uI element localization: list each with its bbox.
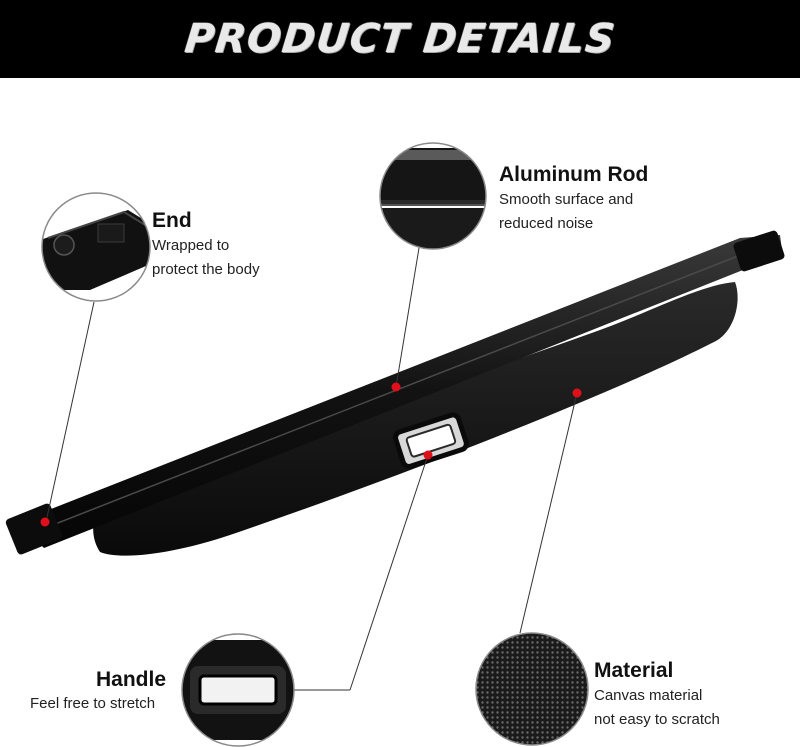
- marker-handle: [423, 450, 433, 460]
- callout-material-desc-line: Canvas material: [594, 687, 703, 704]
- callout-end-desc-line: Wrapped to: [152, 237, 230, 254]
- callout-aluminum-rod-title: Aluminum Rod: [499, 163, 649, 186]
- callout-material-title: Material: [594, 659, 674, 682]
- callout-handle-title: Handle: [96, 668, 167, 691]
- callout-material-desc-line: not easy to scratch: [594, 711, 720, 728]
- aluminum-rod-icon: [379, 142, 487, 250]
- callout-end-desc-line: protect the body: [152, 261, 260, 278]
- header-banner: PRODUCT DETAILS: [0, 0, 800, 78]
- end-cap-icon: [41, 192, 151, 302]
- handle-icon: [181, 633, 295, 747]
- callout-aluminum-rod-desc: Smooth surface and reduced noise: [499, 188, 633, 236]
- callout-material-desc: Canvas material not easy to scratch: [594, 684, 720, 732]
- marker-material: [572, 388, 582, 398]
- marker-rod: [391, 382, 401, 392]
- callout-handle-desc: Feel free to stretch: [30, 692, 155, 716]
- canvas-texture-icon: [475, 632, 589, 746]
- marker-end: [40, 517, 50, 527]
- callout-aluminum-rod-desc-line: Smooth surface and: [499, 191, 634, 208]
- callout-handle-desc-line: Feel free to stretch: [30, 695, 156, 712]
- callout-end-title: End: [152, 209, 192, 232]
- cargo-cover: [5, 230, 785, 556]
- callout-aluminum-rod-desc-line: reduced noise: [499, 215, 594, 232]
- callout-end-desc: Wrapped to protect the body: [152, 234, 260, 282]
